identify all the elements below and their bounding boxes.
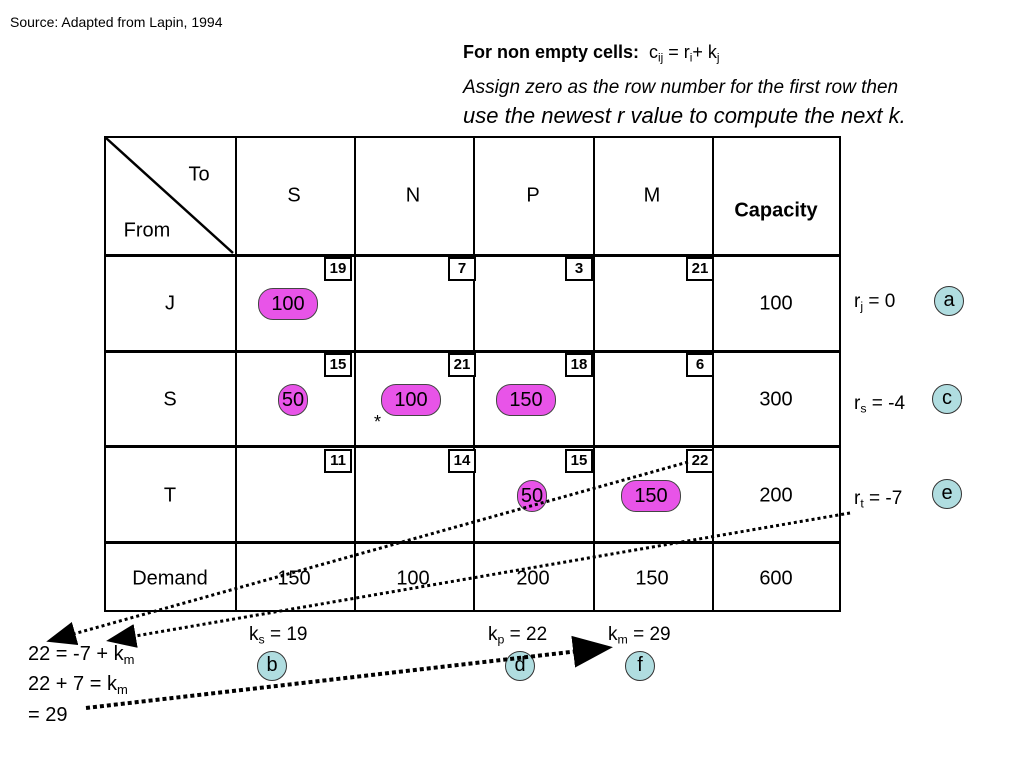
cost-box-s-n: 21 xyxy=(448,353,476,377)
cost-box-t-p: 15 xyxy=(565,449,593,473)
allocation-s-s: 50 xyxy=(278,384,308,416)
instruction-line-2: use the newest r value to compute the ne… xyxy=(463,103,906,128)
row-label-j: J xyxy=(165,292,175,315)
formula-line: For non empty cells: cij = ri+ kj xyxy=(463,42,720,65)
row-number-j: rj = 0 xyxy=(854,291,896,314)
calc-line-2: 22 + 7 = km xyxy=(28,673,128,697)
col-number-m: km = 29 xyxy=(608,624,671,647)
capacity-s: 300 xyxy=(759,388,793,411)
allocation-s-p: 150 xyxy=(496,384,556,416)
calc-line-1: 22 = -7 + km xyxy=(28,643,135,667)
allocation-s-n: 100 xyxy=(381,384,441,416)
cost-box-s-p: 18 xyxy=(565,353,593,377)
corner-from-label: From xyxy=(123,219,171,242)
cost-box-s-s: 15 xyxy=(324,353,352,377)
source-note: Source: Adapted from Lapin, 1994 xyxy=(10,14,223,30)
grid-line xyxy=(106,445,839,448)
allocation-j-s: 100 xyxy=(258,288,318,320)
marker-a: a xyxy=(934,286,964,316)
grid-line xyxy=(106,350,839,353)
formula-eq: = r xyxy=(663,42,690,62)
col-header-m: M xyxy=(643,184,661,207)
asterisk-mark: * xyxy=(374,412,382,432)
col-header-s: S xyxy=(287,184,301,207)
formula-lead: For non empty cells: xyxy=(463,42,640,62)
col-number-p: kp = 22 xyxy=(488,624,548,647)
formula-plus: + k xyxy=(692,42,717,62)
corner-to-label: To xyxy=(188,163,210,186)
cost-box-j-s: 19 xyxy=(324,257,352,281)
arrow-rt-to-calc xyxy=(106,511,851,648)
cost-box-t-n: 14 xyxy=(448,449,476,473)
grid-line xyxy=(235,138,237,610)
arrow-calc-to-km xyxy=(85,635,613,710)
row-label-demand: Demand xyxy=(132,567,208,590)
grid-line xyxy=(106,541,839,544)
col-header-capacity: Capacity xyxy=(734,199,818,222)
cost-box-j-p: 3 xyxy=(565,257,593,281)
calc-line-3: = 29 xyxy=(28,704,68,726)
col-header-p: P xyxy=(526,184,540,207)
cost-box-t-m: 22 xyxy=(686,449,714,473)
formula-c: c xyxy=(649,42,659,62)
demand-m: 150 xyxy=(635,567,669,590)
marker-e: e xyxy=(932,479,962,509)
demand-n: 100 xyxy=(396,567,430,590)
marker-b: b xyxy=(257,651,287,681)
cost-box-s-m: 6 xyxy=(686,353,714,377)
grid-line xyxy=(354,138,356,610)
marker-f: f xyxy=(625,651,655,681)
formula-k-sub: j xyxy=(716,51,720,65)
allocation-t-m: 150 xyxy=(621,480,681,512)
demand-s: 150 xyxy=(277,567,311,590)
demand-p: 200 xyxy=(516,567,550,590)
col-number-s: ks = 19 xyxy=(249,624,308,647)
formula-c-sub: ij xyxy=(658,51,664,65)
arrow-t-m-to-calc xyxy=(46,460,689,646)
total-supply-demand: 600 xyxy=(759,567,793,590)
cost-box-j-n: 7 xyxy=(448,257,476,281)
cost-box-j-m: 21 xyxy=(686,257,714,281)
row-label-t: T xyxy=(163,484,177,507)
row-number-t: rt = -7 xyxy=(854,488,903,511)
instruction-line-1: Assign zero as the row number for the fi… xyxy=(463,77,899,98)
formula-r-sub: i xyxy=(689,51,693,65)
grid-line xyxy=(593,138,595,610)
row-number-s: rs = -4 xyxy=(854,393,906,416)
col-header-n: N xyxy=(405,184,421,207)
capacity-j: 100 xyxy=(759,292,793,315)
capacity-t: 200 xyxy=(759,484,793,507)
grid-line xyxy=(106,254,839,257)
cost-box-t-s: 11 xyxy=(324,449,352,473)
row-label-s: S xyxy=(163,388,177,411)
marker-c: c xyxy=(932,384,962,414)
